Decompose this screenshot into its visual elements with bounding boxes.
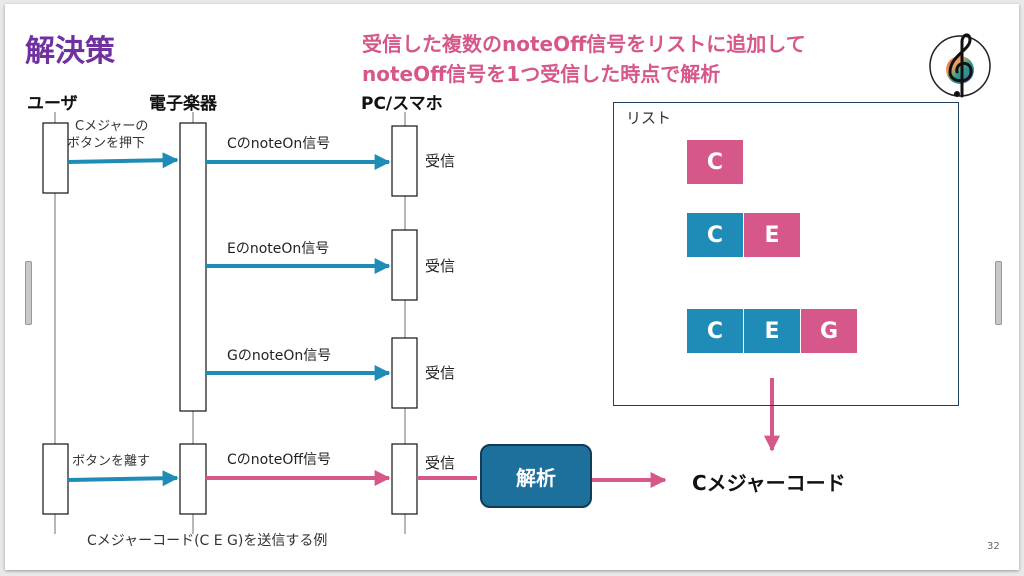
instrument-activation-release <box>179 443 207 515</box>
list-box: リスト <box>613 102 959 406</box>
sequence-diagram <box>42 112 780 534</box>
list-row1-cell-1: C <box>687 140 743 184</box>
slide-subtitle: 受信した複数のnoteOff信号をリストに追加して noteOff信号を1つ受信… <box>362 29 806 89</box>
press-label-2: ボタンを押下 <box>67 136 146 151</box>
release-label: ボタンを離す <box>72 454 151 469</box>
received-label-4: 受信 <box>425 454 456 472</box>
received-label-2: 受信 <box>425 257 456 275</box>
list-row2-cell-1: C <box>687 213 743 257</box>
list-label: リスト <box>626 109 672 127</box>
list-row3-cell-2: E <box>744 309 800 353</box>
msg-c-on-label: CのnoteOn信号 <box>227 136 331 152</box>
list-row3-cell-1: C <box>687 309 743 353</box>
msg-c-off-label: CのnoteOff信号 <box>227 452 331 468</box>
analyze-box: 解析 <box>480 444 592 508</box>
received-label-3: 受信 <box>425 364 456 382</box>
user-activation-press <box>42 122 69 194</box>
actor-pc: PC/スマホ <box>361 94 443 114</box>
msg-e-on-label: EのnoteOn信号 <box>227 241 330 257</box>
result-label: Cメジャーコード <box>692 471 846 495</box>
msg-g-on-label: GのnoteOn信号 <box>227 348 332 364</box>
page-number: 32 <box>987 541 1000 552</box>
pc-activation-c-on <box>391 125 418 197</box>
list-row2-cell-2: E <box>744 213 800 257</box>
right-resize-handle[interactable] <box>995 261 1002 325</box>
slide-title: 解決策 <box>25 34 115 69</box>
press-label-1: Cメジャーの <box>75 119 149 134</box>
subtitle-line-1: 受信した複数のnoteOff信号をリストに追加して <box>362 32 806 56</box>
received-label-1: 受信 <box>425 152 456 170</box>
actor-user: ユーザ <box>27 94 78 114</box>
subtitle-line-2: noteOff信号を1つ受信した時点で解析 <box>362 62 721 86</box>
arrow-release <box>67 470 179 487</box>
pc-activation-g-on <box>391 337 418 409</box>
arrow-press <box>67 152 179 169</box>
user-activation-release <box>42 443 69 515</box>
pc-activation-e-on <box>391 229 418 301</box>
slide: 解決策 受信した複数のnoteOff信号をリストに追加して noteOff信号を… <box>5 4 1019 570</box>
pc-activation-c-off <box>391 443 418 515</box>
list-row3-cell-3: G <box>801 309 857 353</box>
instrument-activation-long <box>179 122 207 412</box>
actor-instrument: 電子楽器 <box>149 94 217 114</box>
caption: Cメジャーコード(C E G)を送信する例 <box>87 533 328 549</box>
left-resize-handle[interactable] <box>25 261 32 325</box>
